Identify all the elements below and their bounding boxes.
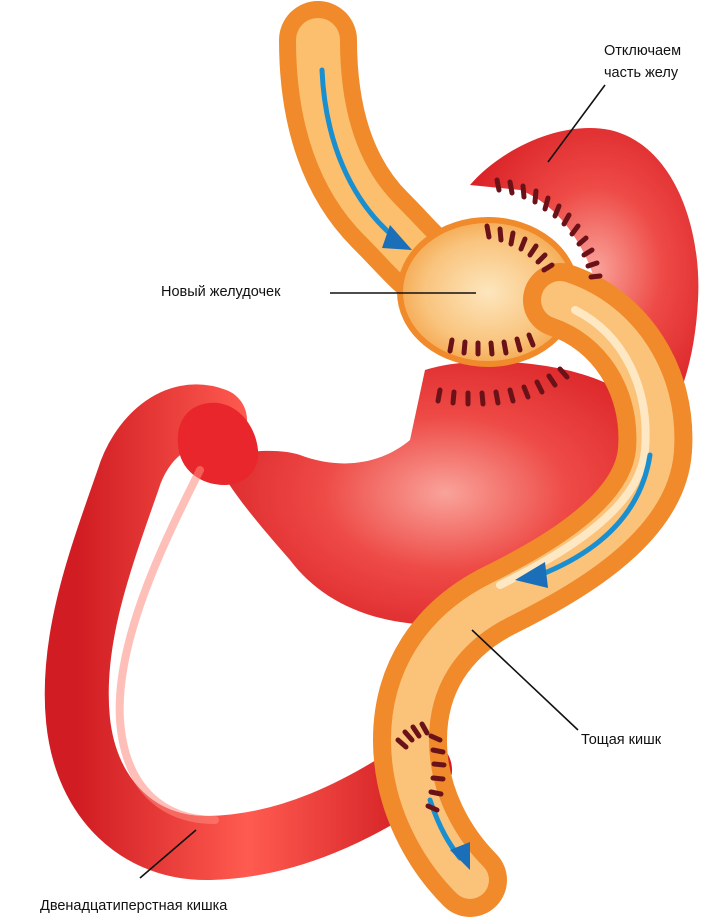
bypassed-stomach-label-line2: часть желу <box>604 62 681 84</box>
jejunum-label: Тощая кишк <box>581 730 661 750</box>
duodenum-label: Двенадцатиперстная кишка <box>40 896 227 916</box>
leader-jejunum <box>472 630 578 730</box>
new-pouch-label: Новый желудочек <box>161 282 280 302</box>
bypassed-stomach-label-line1: Отключаем <box>604 40 681 62</box>
bypassed-stomach-label: Отключаем часть желу <box>604 40 681 84</box>
